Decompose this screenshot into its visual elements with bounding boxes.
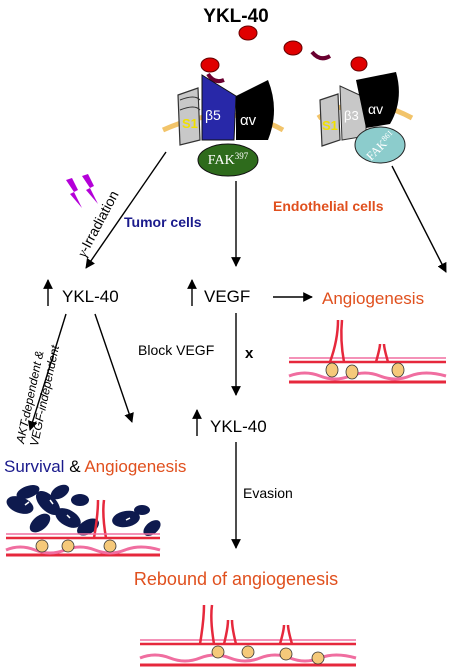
beta5-subunit: [201, 74, 237, 141]
s1-label: S1: [182, 116, 198, 131]
tumor-receptor: S1 β5 αv FAK397: [161, 74, 285, 177]
alphav-subunit: [236, 80, 274, 140]
pericyte: [35, 539, 49, 553]
lightning-bolt-icon: [82, 174, 98, 204]
fak397: [197, 143, 259, 177]
tumor-cell-cluster: [6, 484, 161, 536]
pericyte: [345, 364, 359, 380]
block-vegf-label: Block VEGF: [138, 342, 214, 358]
evasion-label: Evasion: [243, 485, 293, 501]
ykl40-left: YKL-40: [62, 287, 119, 306]
rebound-label: Rebound of angiogenesis: [134, 569, 338, 589]
beta3-label: β3: [344, 108, 359, 123]
tumor-cells-label: Tumor cells: [124, 214, 202, 230]
beta5-label: β5: [205, 107, 221, 123]
vessel-bottom: [139, 604, 357, 667]
s1-receptor: [177, 87, 201, 146]
ykl40-ligand: [200, 57, 220, 73]
fak397-label: FAK397: [208, 151, 249, 168]
ykl40-mid: YKL-40: [210, 417, 267, 436]
fak861: [354, 126, 406, 164]
ligand-hook: [310, 50, 332, 61]
pericyte: [211, 645, 225, 659]
s1-receptor-endo: [319, 93, 341, 147]
vegf-label: VEGF: [204, 287, 250, 306]
pericyte: [325, 362, 339, 378]
angiogenesis-right: Angiogenesis: [322, 289, 424, 308]
lightning-bolt-icon: [66, 178, 82, 208]
ykl40-ligand: [283, 40, 303, 56]
arrow-to-angiogenesis-left: [94, 313, 134, 423]
irradiation-label: γ-Irradiation: [74, 188, 123, 260]
block-x-mark: x: [245, 345, 254, 362]
alphav-label-endo: αv: [368, 101, 383, 117]
akt-dependent-label: AKT-dependent & VEGF-independent: [13, 341, 62, 449]
alphav-subunit-endo: [356, 72, 399, 128]
vessel-left: [5, 499, 161, 557]
pericyte: [279, 647, 293, 661]
vessel-right: [288, 319, 447, 384]
title: YKL-40: [203, 6, 268, 27]
pericyte: [61, 539, 75, 553]
s1-label-endo: S1: [322, 118, 338, 133]
alphav-label: αv: [240, 112, 257, 129]
endothelial-cells-label: Endothelial cells: [273, 198, 384, 214]
survival-angiogenesis-label: Survival & Angiogenesis: [4, 457, 186, 476]
pericyte: [391, 362, 405, 378]
arrow-endo-to-angio: [391, 165, 447, 273]
ligand-hook: [206, 72, 225, 84]
pericyte: [103, 539, 117, 553]
pericyte: [241, 645, 255, 659]
ykl40-ligand: [350, 56, 368, 72]
pericyte: [311, 651, 325, 665]
ykl40-ligand: [238, 25, 258, 41]
arrow-to-survival: [27, 313, 67, 431]
endothelial-receptor: S1 β3 αv FAK861: [316, 72, 414, 164]
arrow-tumor-to-ykl40: [85, 151, 167, 269]
